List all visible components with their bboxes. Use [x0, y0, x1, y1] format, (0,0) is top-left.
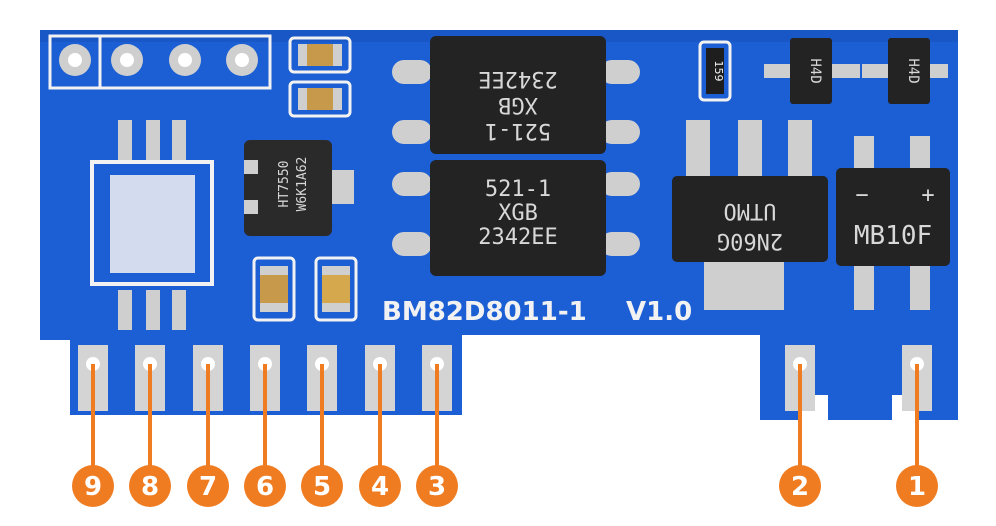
optocoupler-top: 2342EE XGB 521-1	[392, 36, 640, 154]
diode-left: H4D	[764, 38, 860, 104]
pin-number-6: 6	[256, 472, 274, 502]
relay-footprint	[90, 120, 214, 330]
pin-markers: 9 8 7 6 5 4 3 2 1	[72, 364, 938, 507]
pin-marker-7	[187, 465, 229, 507]
opto-bottom-line-1: 521-1	[485, 177, 551, 202]
pin-marker-4	[359, 465, 401, 507]
capacitor-c4	[314, 256, 358, 322]
voltage-regulator: HT7550 W6K1A62	[244, 140, 354, 236]
diode-left-label: H4D	[807, 58, 823, 83]
pin-number-8: 8	[141, 472, 159, 502]
triac: UTMO 2N60G	[672, 120, 828, 310]
board-version-text: V1.0	[626, 297, 692, 327]
pin-marker-8	[129, 465, 171, 507]
pin-number-4: 4	[371, 472, 389, 502]
pin-number-5: 5	[313, 472, 331, 502]
pin-number-7: 7	[199, 472, 217, 502]
header-holes	[59, 44, 258, 76]
pin-marker-9	[72, 465, 114, 507]
opto-bottom-line-3: 2342EE	[478, 225, 557, 250]
rectifier-minus: −	[855, 183, 868, 208]
capacitor-c1	[288, 36, 352, 74]
pin-number-3: 3	[428, 472, 446, 502]
triac-line-2: UTMO	[724, 198, 777, 223]
regulator-line-2: W6K1A62	[295, 157, 310, 212]
diode-right-label: H4D	[905, 58, 921, 83]
diode-right: H4D	[862, 38, 948, 104]
pin-number-2: 2	[791, 472, 809, 502]
capacitor-c3	[252, 256, 296, 322]
rectifier-label: MB10F	[854, 221, 932, 251]
pin-marker-6	[244, 465, 286, 507]
capacitor-c2	[288, 80, 352, 118]
pin-number-9: 9	[84, 472, 102, 502]
rectifier-plus: +	[921, 183, 934, 208]
resistor-code: 159	[712, 61, 725, 82]
pin-marker-2	[779, 465, 821, 507]
opto-top-line-1: 2342EE	[478, 66, 557, 91]
resistor: 159	[698, 40, 732, 102]
pin-number-1: 1	[908, 472, 926, 502]
opto-bottom-line-2: XGB	[498, 201, 538, 226]
opto-top-line-3: 521-1	[485, 118, 551, 143]
board-model-text: BM82D8011-1	[382, 297, 587, 327]
bridge-rectifier: − + MB10F	[836, 136, 950, 310]
pin-marker-5	[301, 465, 343, 507]
pin-marker-3	[416, 465, 458, 507]
regulator-line-1: HT7550	[277, 161, 292, 208]
opto-top-line-2: XGB	[498, 92, 538, 117]
optocoupler-bottom: 521-1 XGB 2342EE	[392, 160, 640, 276]
triac-line-1: 2N60G	[717, 228, 783, 253]
header-outline	[48, 34, 272, 90]
pin-marker-1	[896, 465, 938, 507]
